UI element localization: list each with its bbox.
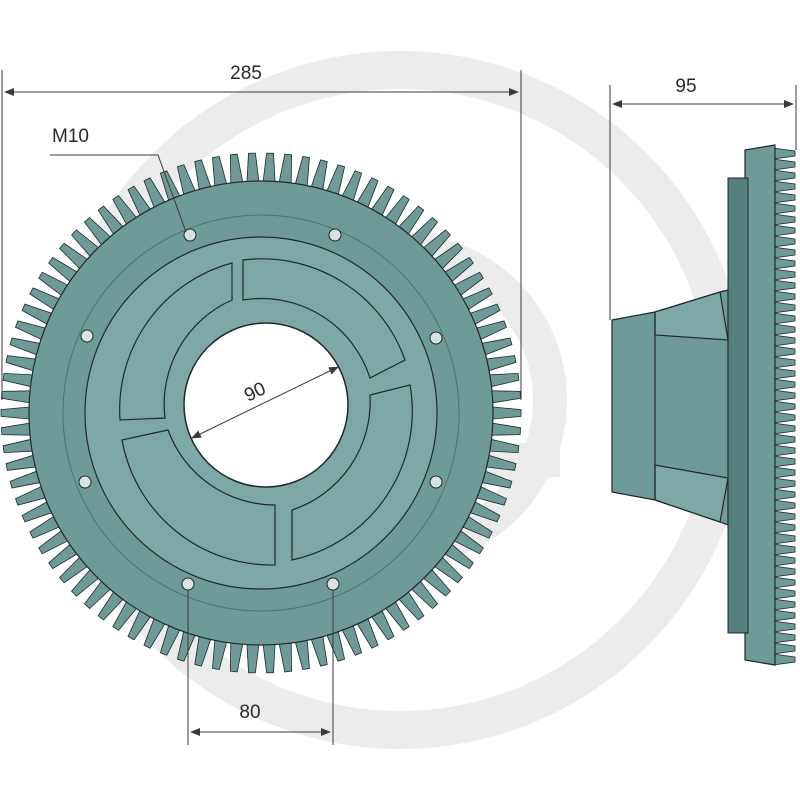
side-tooth xyxy=(772,521,796,534)
side-tooth xyxy=(772,312,796,325)
side-tooth xyxy=(772,224,796,237)
side-tooth xyxy=(772,576,796,589)
side-tooth xyxy=(772,532,796,545)
side-tooth xyxy=(772,235,796,248)
dimension-hub-depth: 95 xyxy=(609,76,797,320)
side-tooth xyxy=(772,367,796,380)
center-bore xyxy=(183,322,349,488)
side-tooth xyxy=(772,477,796,490)
side-tooth xyxy=(772,323,796,336)
side-tooth xyxy=(772,257,796,270)
side-tooth xyxy=(772,334,796,347)
side-tooth xyxy=(772,378,796,391)
side-tooth xyxy=(772,499,796,512)
side-tooth xyxy=(772,543,796,556)
dimension-thread: M10 xyxy=(50,126,187,233)
side-tooth xyxy=(772,180,796,193)
side-tooth xyxy=(772,345,796,358)
side-tooth xyxy=(772,400,796,413)
bolt-holes xyxy=(78,228,443,591)
side-tooth xyxy=(772,191,796,204)
segment-slots xyxy=(119,258,413,566)
side-tooth xyxy=(772,631,796,644)
dimension-bolt-spacing: 80 xyxy=(187,590,334,745)
side-tooth xyxy=(772,642,796,655)
side-tooth xyxy=(772,279,796,292)
side-tooth xyxy=(772,565,796,578)
side-flange xyxy=(727,177,749,634)
dim-m10-label: M10 xyxy=(52,126,89,147)
root-circle xyxy=(62,214,460,612)
side-tooth xyxy=(772,488,796,501)
side-tooth xyxy=(772,147,796,160)
side-gear-teeth xyxy=(772,147,796,666)
side-tooth xyxy=(772,444,796,457)
side-tooth xyxy=(772,268,796,281)
side-tooth xyxy=(772,609,796,622)
side-tooth xyxy=(772,422,796,435)
dimension-overall-diameter: 285 xyxy=(1,63,522,400)
side-tooth xyxy=(772,620,796,633)
side-tooth xyxy=(772,389,796,402)
side-tooth xyxy=(772,301,796,314)
side-tooth xyxy=(772,246,796,259)
side-tooth xyxy=(772,411,796,424)
side-tooth xyxy=(772,290,796,303)
side-tooth xyxy=(772,554,796,567)
dim-80-label: 80 xyxy=(239,702,260,723)
side-tooth xyxy=(772,455,796,468)
side-tooth xyxy=(772,587,796,600)
side-tooth xyxy=(772,213,796,226)
side-tooth xyxy=(772,158,796,171)
side-tooth xyxy=(772,653,796,666)
dim-95-label: 95 xyxy=(675,76,696,97)
dim-285-label: 285 xyxy=(230,63,262,84)
side-view xyxy=(611,144,796,666)
side-tooth xyxy=(772,466,796,479)
side-tooth xyxy=(772,598,796,611)
side-tooth xyxy=(772,202,796,215)
front-view xyxy=(0,152,522,674)
side-tooth xyxy=(772,510,796,523)
side-tooth xyxy=(772,433,796,446)
side-tooth xyxy=(772,169,796,182)
side-tooth xyxy=(772,356,796,369)
hub-shoulder-top xyxy=(654,291,729,341)
side-rim xyxy=(744,144,776,666)
